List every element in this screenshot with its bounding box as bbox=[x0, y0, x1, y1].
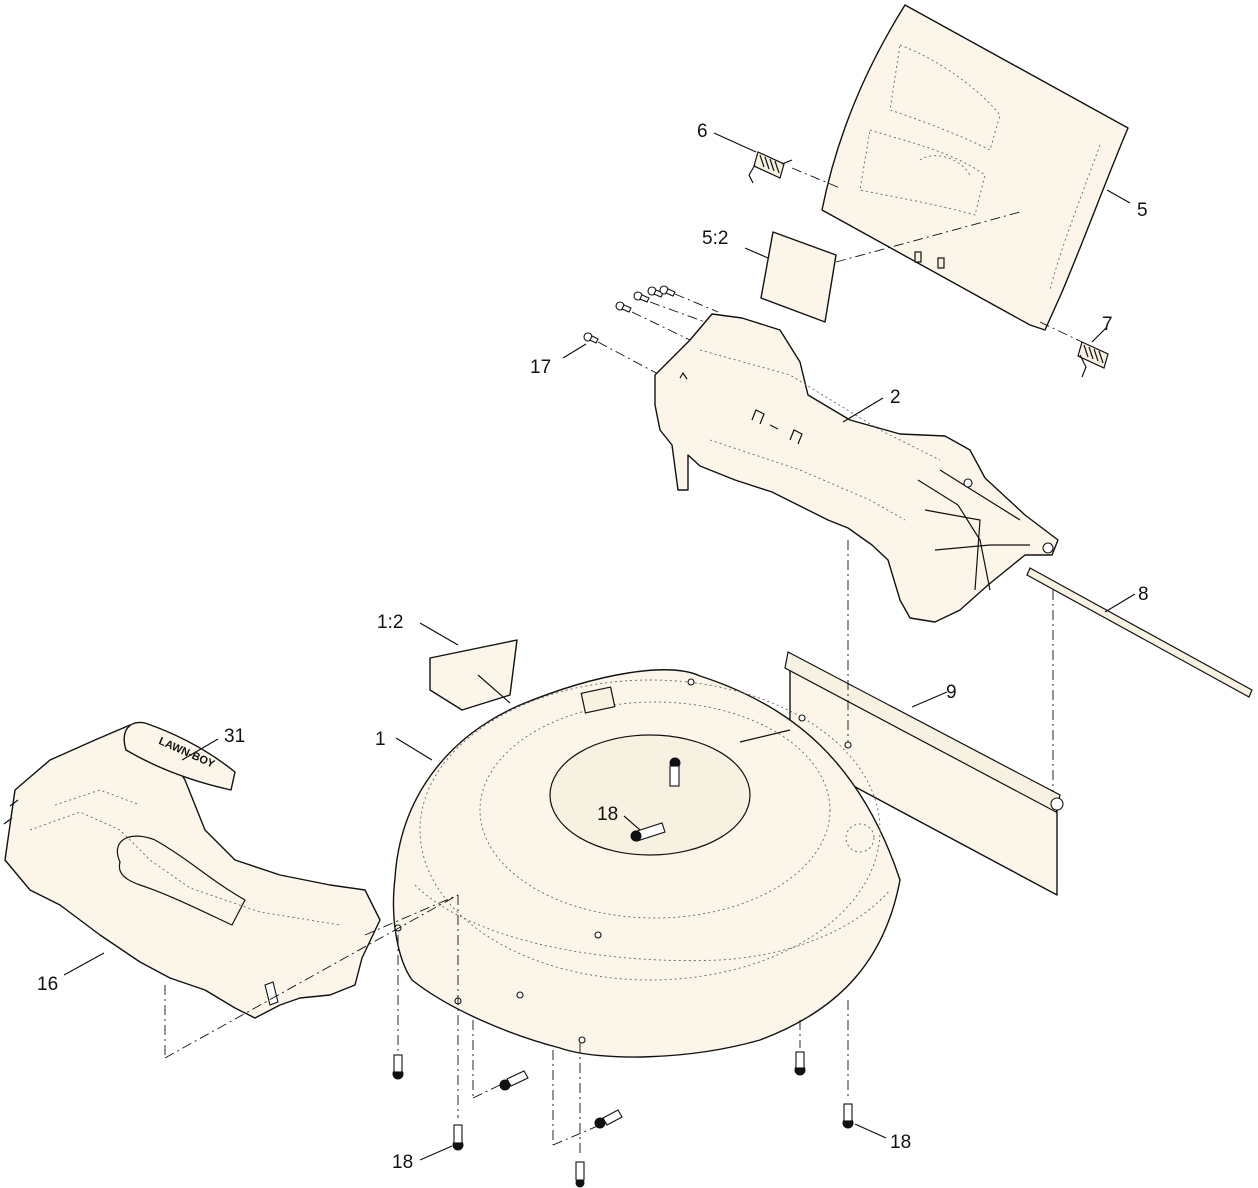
part-1-2-decal bbox=[429, 639, 518, 711]
callout-31: 31 bbox=[224, 726, 245, 747]
callout-1: 1 bbox=[375, 729, 386, 750]
part-8-rod bbox=[1026, 567, 1253, 698]
bolt-d bbox=[594, 1109, 623, 1129]
callout-5-2: 5:2 bbox=[702, 228, 728, 249]
bottom-bolts bbox=[392, 1051, 854, 1188]
part-5-chute-door bbox=[821, 4, 1129, 331]
callout-8: 8 bbox=[1138, 584, 1149, 605]
callout-9: 9 bbox=[946, 682, 957, 703]
callout-18-center: 18 bbox=[597, 804, 618, 825]
part-18-upper-bolt bbox=[669, 757, 681, 787]
bolt-e bbox=[575, 1161, 585, 1188]
callout-1-2: 1:2 bbox=[377, 612, 403, 633]
bolt-a bbox=[392, 1054, 404, 1080]
callout-18-left: 18 bbox=[392, 1152, 413, 1173]
callout-16: 16 bbox=[37, 974, 58, 995]
part-18-center-bolt bbox=[630, 822, 666, 842]
part-7-spring bbox=[1077, 341, 1109, 378]
part-2-rear-housing bbox=[654, 313, 1059, 623]
callout-18-right: 18 bbox=[890, 1132, 911, 1153]
callout-17: 17 bbox=[530, 357, 551, 378]
callout-5: 5 bbox=[1137, 200, 1148, 221]
part-6-spring bbox=[748, 151, 793, 184]
leader-lines bbox=[63, 132, 1136, 1161]
callout-6: 6 bbox=[697, 121, 708, 142]
part-1-deck bbox=[392, 669, 901, 1058]
bolt-b bbox=[499, 1070, 529, 1091]
bolt-c bbox=[452, 1124, 464, 1151]
callout-7: 7 bbox=[1102, 314, 1113, 335]
bolt-f bbox=[794, 1051, 806, 1076]
callout-2: 2 bbox=[890, 387, 901, 408]
part-17-screws bbox=[583, 285, 676, 344]
part-5-2-decal bbox=[760, 231, 837, 323]
bolt-g bbox=[842, 1103, 854, 1129]
